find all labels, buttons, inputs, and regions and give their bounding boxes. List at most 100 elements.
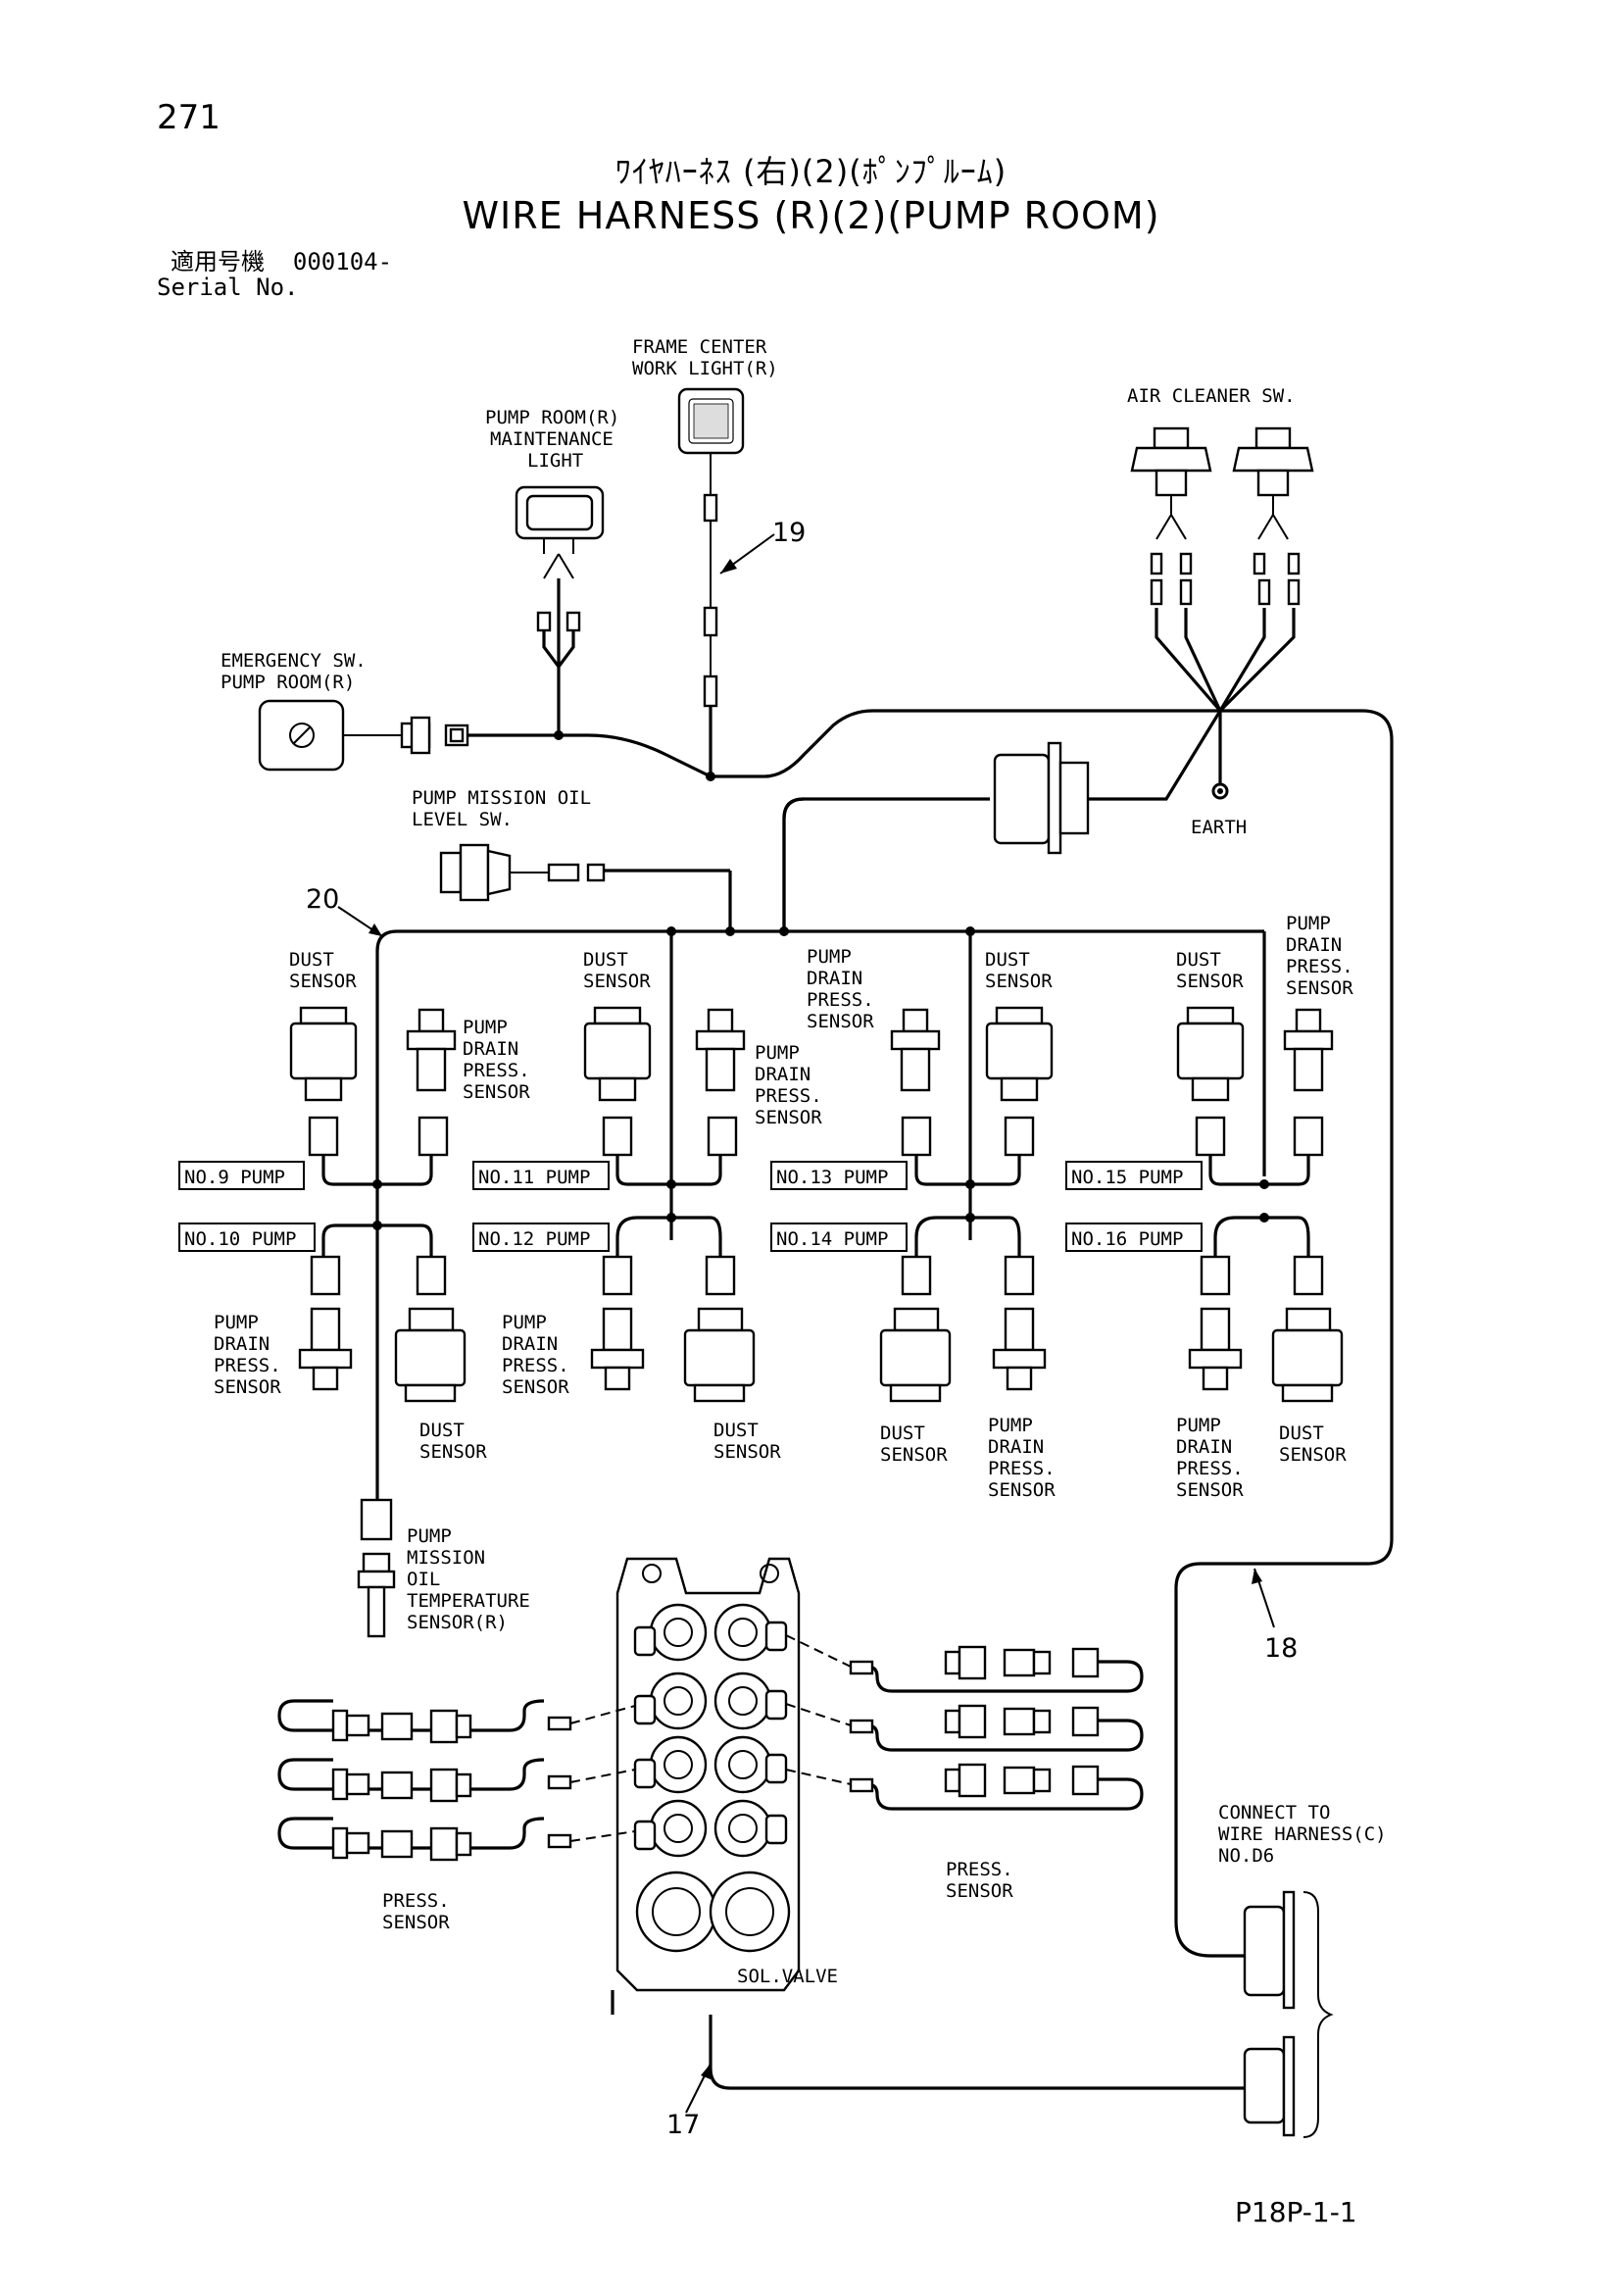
- label-emergency-2: PUMP ROOM(R): [221, 672, 355, 693]
- label-drain-5a: PUMP: [214, 1312, 259, 1333]
- label-press-left-1: PRESS.: [382, 1890, 450, 1912]
- label-drain-1a: PUMP: [463, 1017, 508, 1038]
- title-english: WIRE HARNESS (R)(2)(PUMP ROOM): [462, 194, 1160, 237]
- label-drain-8d: SENSOR: [1176, 1479, 1244, 1501]
- label-dust-1a: DUST: [289, 949, 334, 971]
- box-no15: NO.15 PUMP: [1071, 1167, 1183, 1188]
- callout-18: 18: [1264, 1633, 1298, 1664]
- drain-sensor-6: [590, 1255, 645, 1391]
- harness-c-connectors: [1243, 1890, 1334, 2138]
- label-drain-1c: PRESS.: [463, 1060, 530, 1081]
- label-drain-5d: SENSOR: [214, 1376, 281, 1398]
- label-drain-6b: DRAIN: [502, 1333, 558, 1355]
- oil-level-switch: [439, 843, 606, 902]
- label-oil-temp-4: TEMPERATURE: [407, 1590, 530, 1612]
- drain-sensor-7: [992, 1255, 1047, 1391]
- label-drain-5b: DRAIN: [214, 1333, 270, 1355]
- page-number: 271: [157, 98, 221, 137]
- label-drain-7c: PRESS.: [988, 1458, 1056, 1479]
- box-no14: NO.14 PUMP: [776, 1228, 888, 1250]
- label-dust-6b: SENSOR: [713, 1441, 781, 1463]
- label-drain-8a: PUMP: [1176, 1415, 1221, 1436]
- label-maint-light-1: PUMP ROOM(R): [485, 407, 619, 428]
- label-drain-3c: PRESS.: [807, 989, 874, 1011]
- label-dust-1b: SENSOR: [289, 971, 357, 992]
- label-dust-8a: DUST: [1279, 1423, 1324, 1444]
- dust-sensor-6: [683, 1255, 756, 1403]
- frame-center-work-light: [677, 387, 745, 708]
- label-drain-6d: SENSOR: [502, 1376, 569, 1398]
- label-drain-3d: SENSOR: [807, 1011, 874, 1032]
- drain-sensor-2: [695, 1008, 746, 1157]
- serial-label-en: Serial No.: [157, 274, 299, 301]
- label-dust-7b: SENSOR: [880, 1444, 948, 1466]
- label-earth: EARTH: [1191, 817, 1247, 838]
- label-drain-3b: DRAIN: [807, 968, 862, 989]
- harness-connector: [993, 741, 1090, 855]
- drain-sensor-1: [406, 1008, 457, 1157]
- label-dust-3b: SENSOR: [985, 971, 1053, 992]
- label-oil-temp-2: MISSION: [407, 1547, 485, 1569]
- label-dust-8b: SENSOR: [1279, 1444, 1347, 1466]
- label-drain-3a: PUMP: [807, 946, 852, 968]
- label-dust-4b: SENSOR: [1176, 971, 1244, 992]
- label-drain-2b: DRAIN: [755, 1064, 811, 1085]
- label-air-cleaner: AIR CLEANER SW.: [1127, 385, 1296, 407]
- drain-sensor-3: [890, 1008, 941, 1157]
- label-dust-6a: DUST: [713, 1420, 759, 1441]
- dust-sensor-4: [1176, 1006, 1245, 1157]
- label-frame-light-1: FRAME CENTER: [632, 336, 767, 358]
- box-no11: NO.11 PUMP: [478, 1167, 590, 1188]
- label-drain-4b: DRAIN: [1286, 934, 1342, 956]
- label-drain-2a: PUMP: [755, 1042, 800, 1064]
- label-drain-7a: PUMP: [988, 1415, 1033, 1436]
- callout-19: 19: [772, 518, 806, 548]
- component-labels: FRAME CENTER WORK LIGHT(R) PUMP ROOM(R) …: [214, 336, 1387, 2140]
- label-oil-temp-3: OIL: [407, 1569, 440, 1590]
- drain-sensor-4: [1283, 1008, 1334, 1157]
- dust-sensor-7: [879, 1255, 952, 1403]
- label-dust-3a: DUST: [985, 949, 1030, 971]
- dust-sensor-1: [289, 1006, 358, 1157]
- label-connect-1: CONNECT TO: [1218, 1802, 1330, 1823]
- box-no16: NO.16 PUMP: [1071, 1228, 1183, 1250]
- serial-value: 000104-: [292, 248, 393, 275]
- label-emergency-1: EMERGENCY SW.: [221, 650, 367, 672]
- solenoid-valve-block: [615, 1557, 801, 1992]
- label-maint-light-3: LIGHT: [527, 450, 583, 472]
- box-no13: NO.13 PUMP: [776, 1167, 888, 1188]
- label-drain-1d: SENSOR: [463, 1081, 530, 1103]
- label-oil-temp-1: PUMP: [407, 1525, 452, 1547]
- serial-label-jp: 適用号機: [171, 248, 265, 275]
- label-sol-valve: SOL.VALVE: [737, 1966, 838, 1987]
- bottom-sensors: [298, 1255, 1344, 1403]
- callout-20: 20: [306, 884, 339, 915]
- air-cleaner-switches: [1130, 426, 1314, 606]
- label-connect-3: NO.D6: [1218, 1845, 1274, 1867]
- label-drain-4c: PRESS.: [1286, 956, 1353, 977]
- box-no12: NO.12 PUMP: [478, 1228, 590, 1250]
- dust-sensor-3: [985, 1006, 1054, 1157]
- label-oil-temp-5: SENSOR(R): [407, 1612, 508, 1633]
- emergency-switch: [258, 699, 469, 772]
- label-dust-2a: DUST: [583, 949, 628, 971]
- label-drain-4d: SENSOR: [1286, 977, 1353, 999]
- label-maint-light-2: MAINTENANCE: [490, 428, 614, 450]
- dust-sensor-5: [394, 1255, 467, 1403]
- label-drain-2d: SENSOR: [755, 1107, 822, 1128]
- label-drain-2c: PRESS.: [755, 1085, 822, 1107]
- label-drain-7b: DRAIN: [988, 1436, 1044, 1458]
- label-press-right-1: PRESS.: [946, 1859, 1013, 1880]
- label-drain-8b: DRAIN: [1176, 1436, 1232, 1458]
- press-sensors-left: [277, 1699, 636, 1862]
- label-dust-2b: SENSOR: [583, 971, 651, 992]
- serial-number-block: 適用号機 000104- Serial No.: [157, 249, 392, 300]
- maintenance-light: [515, 485, 605, 632]
- title-japanese: ﾜｲﾔﾊｰﾈｽ (右)(2)(ﾎﾟﾝﾌﾟﾙｰﾑ): [614, 153, 1008, 190]
- label-oil-level-1: PUMP MISSION OIL: [412, 787, 591, 809]
- label-frame-light-2: WORK LIGHT(R): [632, 358, 778, 379]
- label-drain-6a: PUMP: [502, 1312, 547, 1333]
- label-drain-7d: SENSOR: [988, 1479, 1056, 1501]
- label-dust-7a: DUST: [880, 1423, 925, 1444]
